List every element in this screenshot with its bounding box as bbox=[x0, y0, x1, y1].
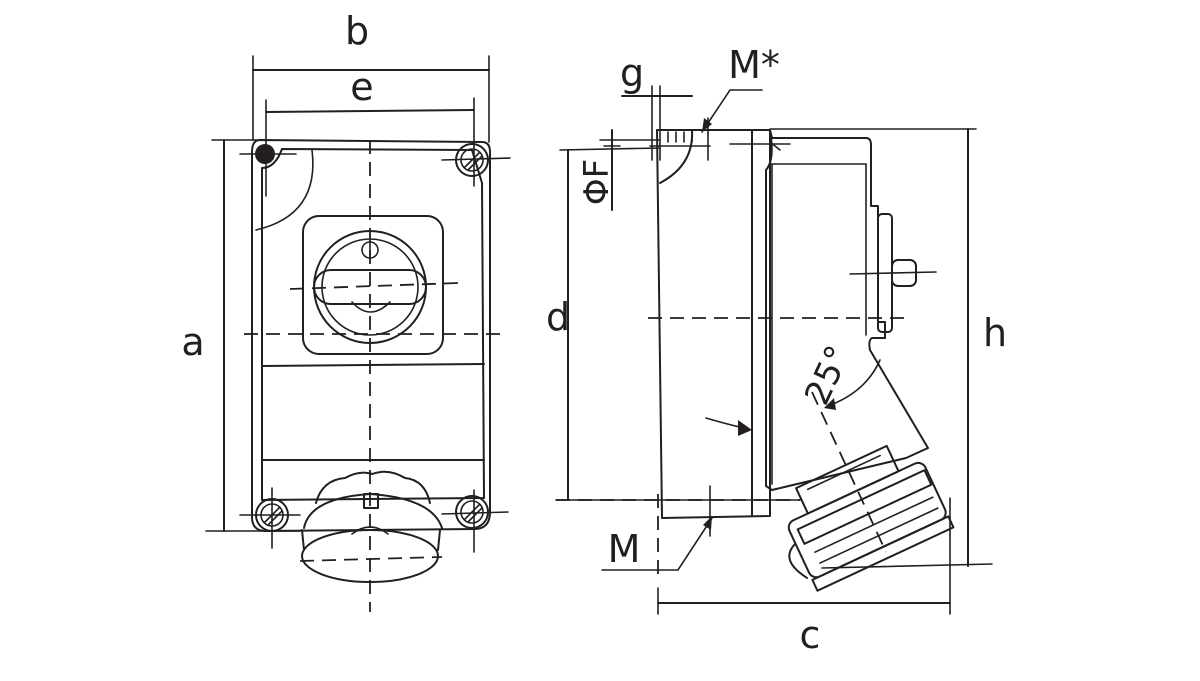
dim-h-ext-bottom bbox=[821, 563, 993, 569]
side-back-box bbox=[656, 129, 771, 519]
label-angle: 25° bbox=[797, 340, 859, 412]
dim-e-line bbox=[265, 109, 475, 113]
label-m: M bbox=[608, 527, 641, 571]
socket-center-line bbox=[299, 556, 443, 562]
label-e: e bbox=[350, 65, 373, 109]
switch-plate bbox=[302, 215, 444, 355]
dim-f-ext-top bbox=[559, 147, 661, 151]
side-front-cover bbox=[765, 129, 929, 491]
side-knob-center bbox=[849, 271, 937, 275]
label-g: g bbox=[620, 51, 644, 95]
m-star-leader bbox=[701, 89, 763, 133]
side-view: 25° g M* ΦF d M bbox=[546, 43, 1007, 657]
front-body-outline bbox=[251, 139, 491, 532]
screw-br-center bbox=[441, 511, 509, 515]
label-h: h bbox=[983, 311, 1007, 355]
front-inner-cover bbox=[261, 148, 485, 501]
m-arrow-head bbox=[703, 516, 712, 530]
front-band-top bbox=[261, 363, 485, 367]
label-m-star: M* bbox=[728, 43, 780, 87]
label-phi-f: ΦF bbox=[577, 159, 617, 205]
cover-corner-arc bbox=[255, 149, 314, 231]
label-a: a bbox=[181, 320, 204, 364]
label-d: d bbox=[546, 295, 570, 339]
side-angled-socket bbox=[787, 444, 955, 592]
side-gland bbox=[656, 129, 694, 184]
m-leader bbox=[601, 517, 713, 571]
front-view: b e a bbox=[181, 9, 511, 612]
angle-arrow-head bbox=[824, 398, 836, 410]
label-b: b bbox=[345, 9, 369, 53]
m-star-arrow-head bbox=[702, 118, 712, 132]
switch-center-line bbox=[289, 282, 459, 290]
front-socket bbox=[301, 470, 443, 583]
hinge-arrow-head bbox=[738, 420, 752, 436]
screw-tr-center bbox=[441, 157, 511, 161]
side-cover-inner bbox=[769, 163, 867, 336]
label-c: c bbox=[800, 613, 821, 657]
socket-axis-line bbox=[811, 391, 887, 553]
switch-hub-arc bbox=[351, 301, 391, 313]
